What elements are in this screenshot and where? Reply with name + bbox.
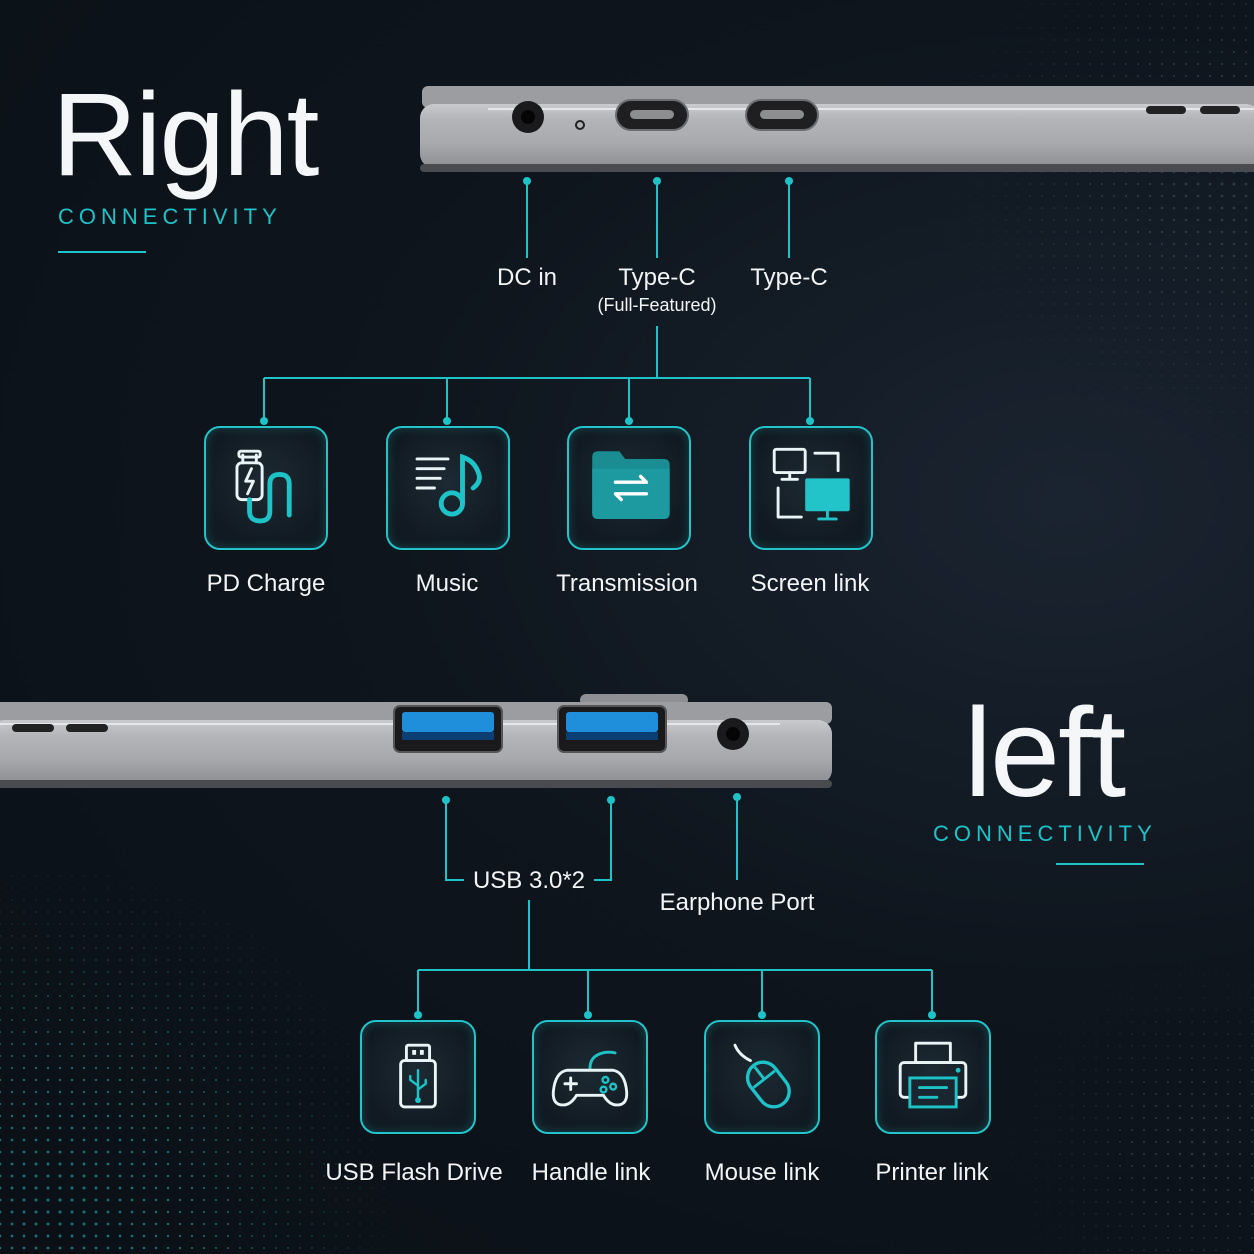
screen-mirroring-icon [772, 447, 850, 521]
feature-label-handle-link: Handle link [531, 1159, 651, 1186]
printer-icon [898, 1041, 968, 1109]
feature-label-mouse-link: Mouse link [704, 1159, 820, 1186]
left-title: left [964, 682, 1126, 823]
port-label-dc-in: DC in [496, 264, 558, 291]
laptop-left-side [0, 694, 832, 788]
feature-card-music [386, 426, 510, 550]
port-label-usb: USB 3.0*2 [472, 867, 586, 894]
feature-card-handle-link [532, 1020, 648, 1134]
left-underline [1056, 863, 1144, 865]
feature-card-pd-charge [204, 426, 328, 550]
port-label-earphone: Earphone Port [659, 889, 815, 916]
right-underline [58, 251, 146, 253]
feature-label-pd-charge: PD Charge [206, 570, 326, 597]
right-subtitle: CONNECTIVITY [58, 204, 282, 229]
mouse-icon [733, 1043, 791, 1109]
feature-card-transmission [567, 426, 691, 550]
music-note-icon [415, 453, 482, 517]
feature-label-printer-link: Printer link [875, 1159, 989, 1186]
feature-card-mouse-link [704, 1020, 820, 1134]
port-label-type-c-full: Type-C [618, 264, 696, 291]
port-note-full-featured: (Full-Featured) [597, 295, 717, 315]
gamepad-icon [551, 1050, 629, 1107]
feature-label-music: Music [415, 570, 479, 597]
feature-label-usb-flash-drive: USB Flash Drive [325, 1159, 503, 1186]
folder-transfer-icon [592, 451, 670, 519]
feature-card-printer-link [875, 1020, 991, 1134]
laptop-right-side [420, 86, 1254, 172]
charging-cable-icon [235, 449, 292, 524]
left-subtitle: CONNECTIVITY [933, 821, 1157, 846]
feature-card-screen-link [749, 426, 873, 550]
feature-label-screen-link: Screen link [750, 570, 870, 597]
port-label-type-c: Type-C [750, 264, 828, 291]
feature-label-transmission: Transmission [556, 570, 698, 597]
feature-card-usb-flash-drive [360, 1020, 476, 1134]
usb-drive-icon [399, 1043, 437, 1109]
right-title: Right [52, 69, 319, 201]
